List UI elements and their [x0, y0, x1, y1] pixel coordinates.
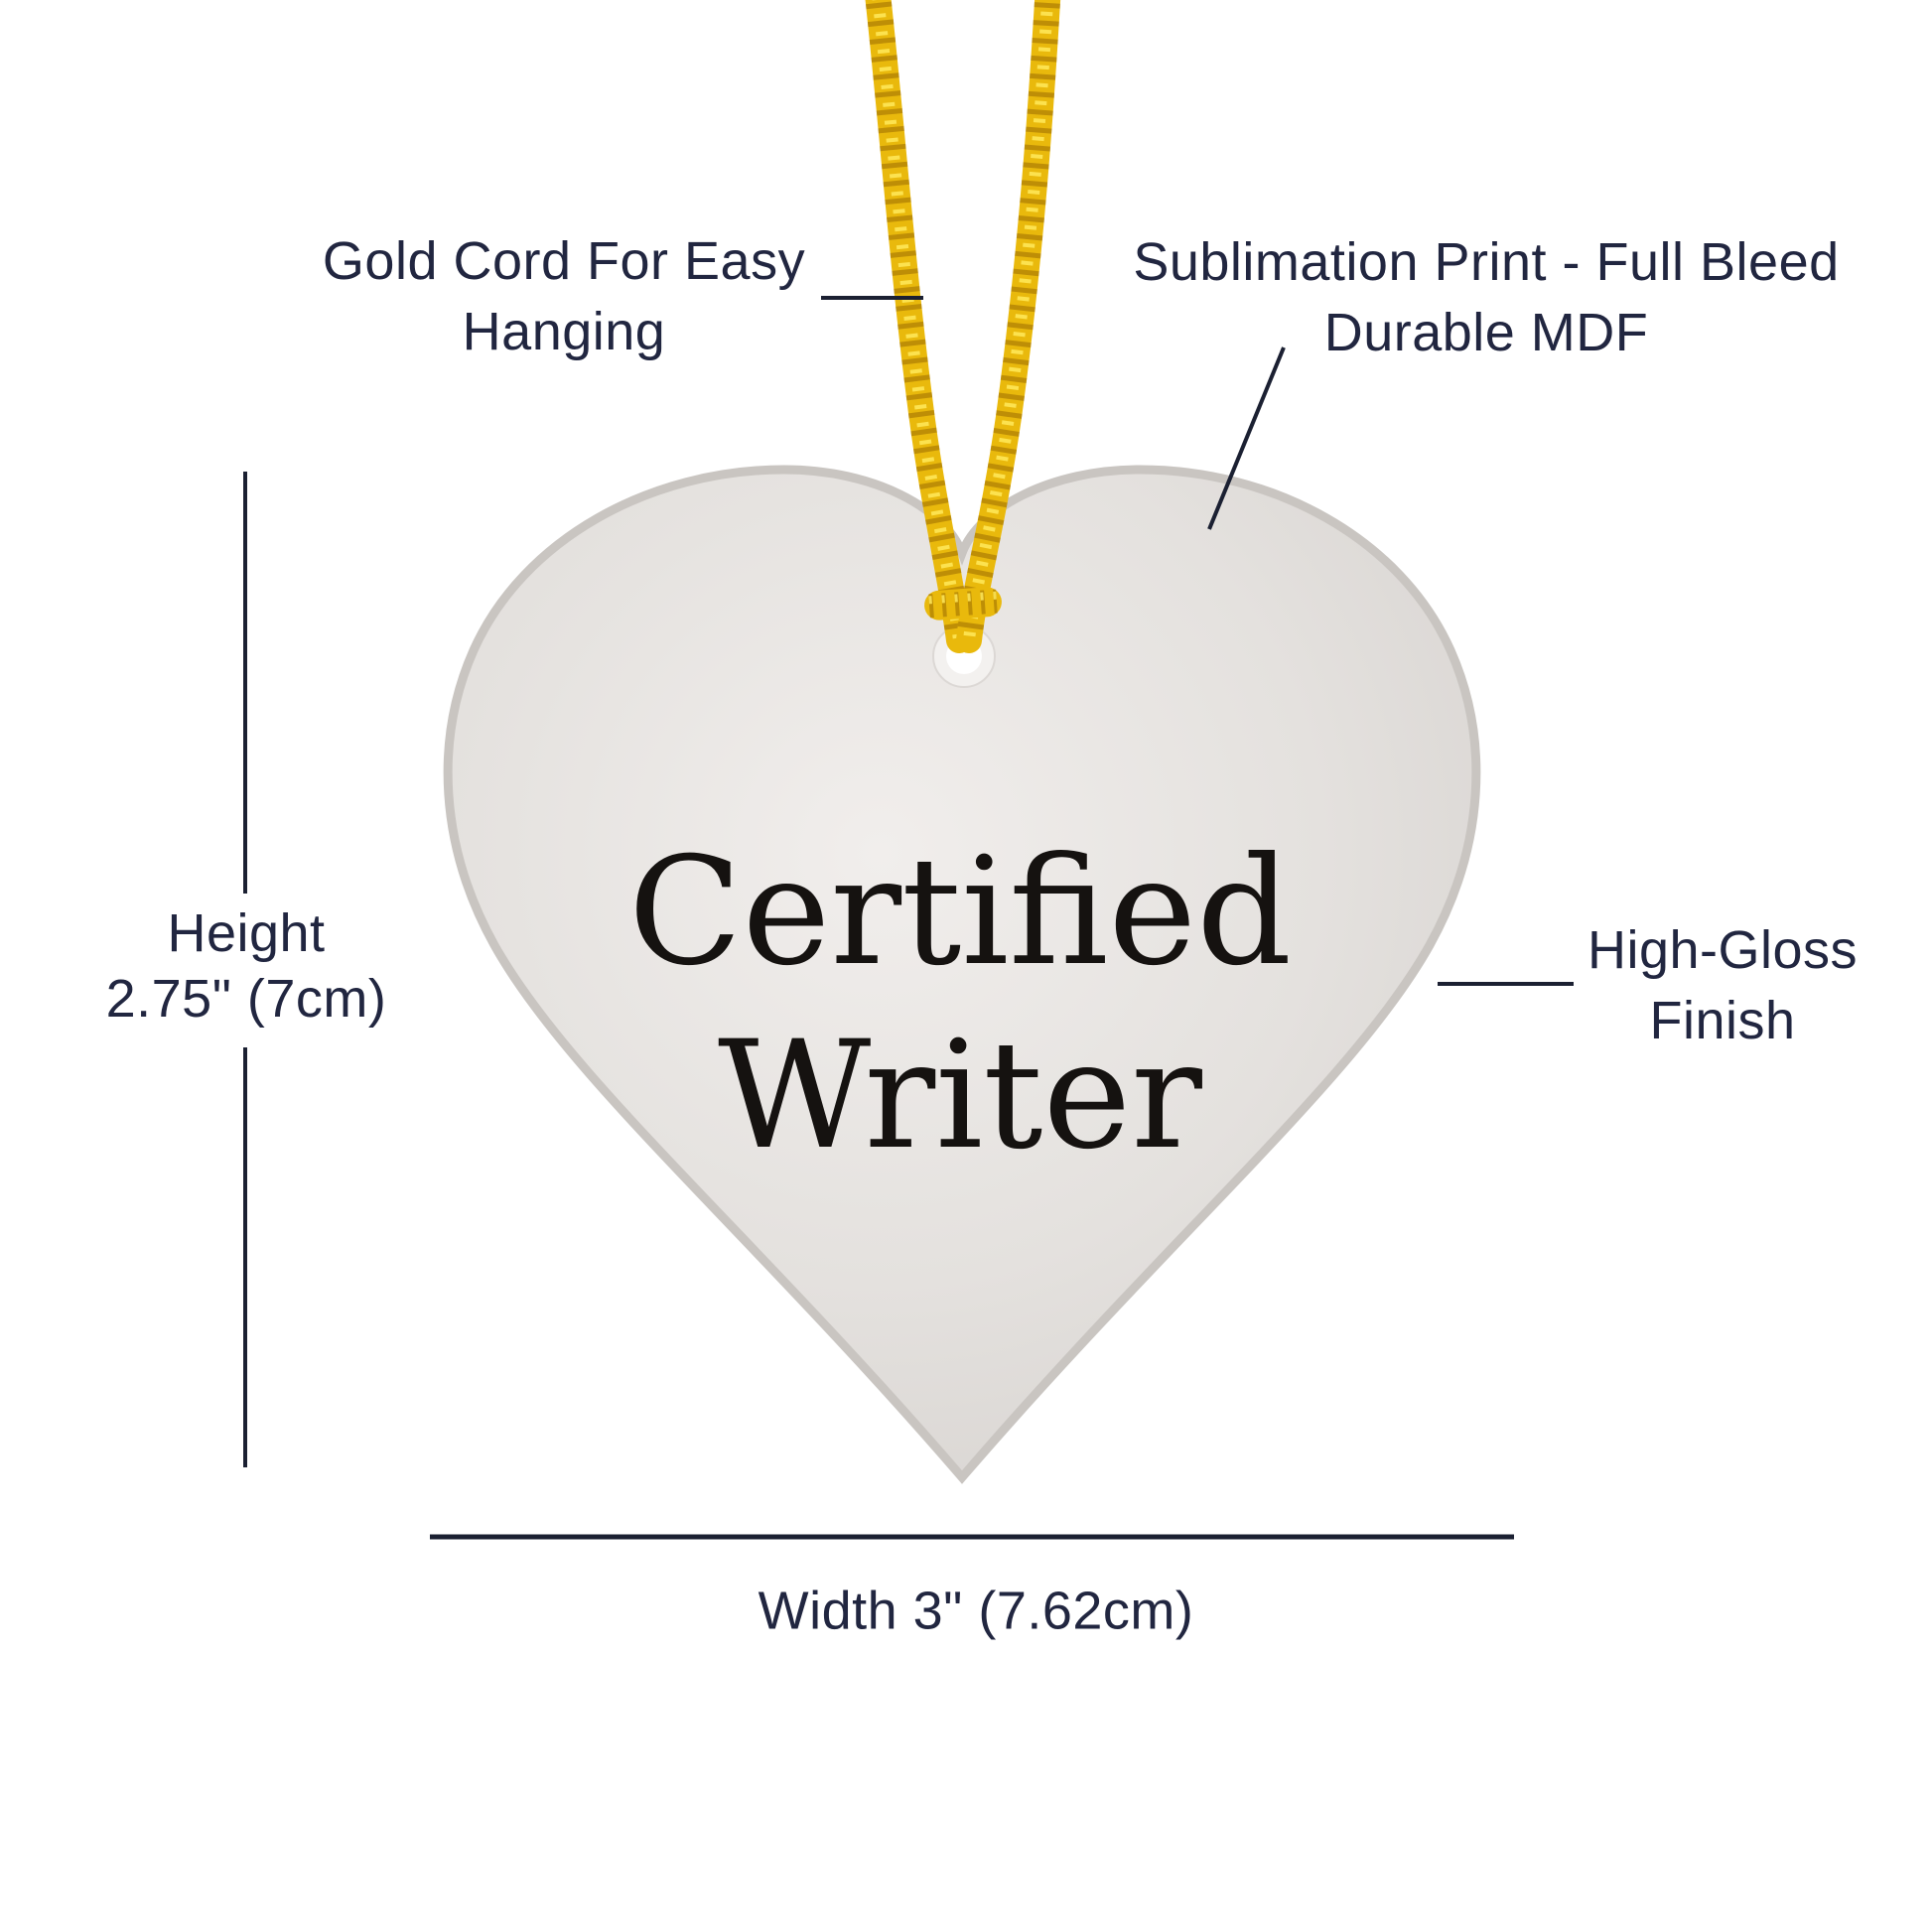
- ornament-title-line2: Writer: [718, 1010, 1202, 1182]
- annotation-width-dimension: Width 3" (7.62cm): [759, 1577, 1194, 1647]
- annotation-gold-cord-line1: Gold Cord For Easy: [322, 231, 806, 291]
- annotation-sublimation-print-line1: Sublimation Print - Full Bleed: [1133, 232, 1840, 292]
- annotation-sublimation-print: Sublimation Print - Full Bleed Durable M…: [1133, 227, 1839, 368]
- annotation-gold-cord-line2: Hanging: [462, 302, 666, 361]
- annotation-high-gloss-line1: High-Gloss: [1587, 920, 1859, 980]
- ornament-title: Certified Writer: [628, 821, 1292, 1188]
- print-callout-line: [1207, 346, 1286, 530]
- annotation-width-label: Width 3" (7.62cm): [758, 1581, 1194, 1641]
- annotation-height-dimension: Height 2.75" (7cm): [106, 900, 387, 1032]
- annotation-sublimation-print-line2: Durable MDF: [1323, 303, 1649, 362]
- annotation-high-gloss-line2: Finish: [1649, 991, 1796, 1050]
- gold-cord: [865, 0, 1061, 653]
- heart-shape: [443, 465, 1481, 1484]
- annotation-gold-cord: Gold Cord For Easy Hanging: [323, 226, 805, 367]
- annotation-height-line2: 2.75" (7cm): [105, 969, 387, 1029]
- annotation-height-line1: Height: [167, 903, 326, 963]
- annotation-high-gloss-finish: High-Gloss Finish: [1587, 915, 1858, 1056]
- ornament-title-line1: Certified: [627, 826, 1293, 999]
